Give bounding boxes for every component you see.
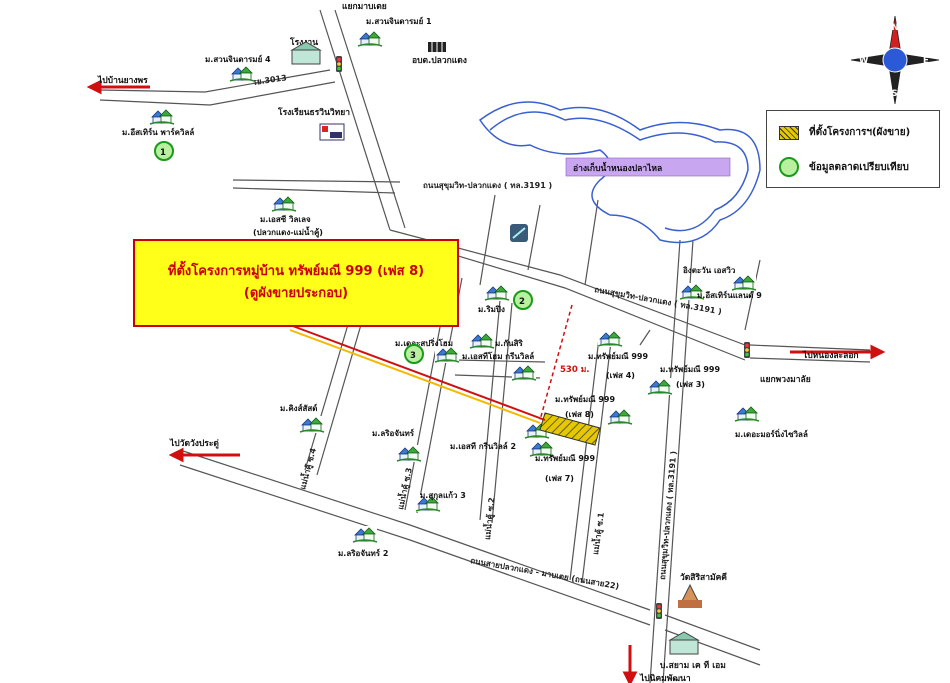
road-label-rayong-3013: รย.3013 bbox=[252, 73, 287, 87]
dir-label-nong-la-lok: ไปหนองละลอก bbox=[802, 350, 859, 361]
place-mab-tai: แยกมาบเตย bbox=[342, 2, 387, 12]
dir-label-nikhom: ไปนิคมพัฒนา bbox=[639, 673, 691, 683]
village-king-sado: ม.คิงส์สัสด์ bbox=[280, 403, 317, 413]
road-label-soi-1: แม่น้ำคู้ ซ.1 bbox=[589, 511, 607, 555]
place-temple: วัดสิริสามัคคี bbox=[680, 572, 727, 583]
road-label-soi-4: แม่น้ำคู้ ซ.4 bbox=[296, 446, 319, 491]
village-mc-village-sub: (ปลวกแดง-แม่น้ำคู้) bbox=[253, 226, 323, 238]
svg-text:3: 3 bbox=[410, 351, 416, 361]
road-label-bottom-road: ถนนสายปลวกแดง - มาบเตย (ถนนสาย22) bbox=[470, 556, 620, 591]
market-marker-3: 3 bbox=[404, 344, 424, 364]
village-est-green-2: ม.เอสที กรีนวิลล์ 2 bbox=[450, 441, 516, 451]
place-school: โรงเรียนธรวินวิทยา bbox=[277, 107, 350, 118]
village-markers: ม.สวนจินดารมย์ 1 ม.สวนจินดารมย์ 4 ม.อีสเ… bbox=[122, 16, 808, 558]
village-the-mono: ม.เดอะมอร์นิ่งไซวิลล์ bbox=[735, 428, 808, 439]
hatch-swatch-icon bbox=[779, 125, 799, 140]
direction-arrows bbox=[86, 79, 886, 683]
distance-label: 530 ม. bbox=[560, 365, 590, 375]
dir-label-wat-wang: ไปวัดวังประดู่ bbox=[169, 438, 219, 449]
gate-icon bbox=[510, 224, 528, 242]
village-suan-jindarat-4: ม.สวนจินดารมย์ 4 bbox=[205, 54, 271, 64]
road-network bbox=[99, 9, 871, 683]
distance-line bbox=[539, 304, 573, 421]
village-easterne-park: ม.อีสเทิร์น พาร์ควิลล์ bbox=[122, 127, 194, 137]
reservoir-label-bg bbox=[565, 157, 731, 177]
village-lada-spring: ม.เดอะสปริ่งโฮม bbox=[395, 337, 453, 348]
traffic-light-bottom bbox=[656, 603, 662, 619]
callout-pointer bbox=[289, 324, 546, 421]
village-ribing: ม.ริมปิง bbox=[478, 305, 505, 314]
callout-subtitle: (ดูผังขายประกอบ) bbox=[243, 286, 349, 301]
building-icon bbox=[428, 42, 446, 52]
village-sapmani-phase8-sub: (เฟส 8) bbox=[565, 410, 594, 419]
village-sapmani-phase7-sub: (เฟส 7) bbox=[545, 474, 574, 483]
village-suan-jindarat-1: ม.สวนจินดารมย์ 1 bbox=[366, 16, 432, 26]
place-siam-gtm: บ.สยาม เค ที เอม bbox=[660, 660, 726, 671]
green-circle-icon bbox=[779, 157, 799, 177]
reservoir-label: อ่างเก็บน้ำหนองปลาไหล bbox=[573, 161, 662, 174]
svg-text:S: S bbox=[892, 89, 898, 99]
road-label-soi-2: แม่น้ำคู้ ซ.2 bbox=[481, 497, 497, 541]
legend-label-project: ที่ตั้งโครงการฯ(ผังขาย) bbox=[809, 127, 911, 138]
village-sapmani-phase4: ม.ทรัพย์มณี 999 bbox=[588, 351, 648, 361]
svg-text:N: N bbox=[892, 23, 899, 33]
svg-text:W: W bbox=[859, 56, 869, 66]
svg-text:1: 1 bbox=[160, 148, 166, 158]
village-mc-village: ม.เอสซี วิลเลจ bbox=[260, 214, 311, 224]
callout-pointer-shadow bbox=[289, 329, 541, 424]
project-site bbox=[539, 412, 601, 446]
village-ingtawan: อิงตะวัน เอสวิว bbox=[683, 266, 736, 275]
village-suk-kaew-3: ม.สุกุลแก้ว 3 bbox=[420, 490, 466, 501]
callout-title: ที่ตั้งโครงการหมู่บ้าน ทรัพย์มณี 999 (เฟ… bbox=[167, 264, 425, 279]
village-esh-green: ม.เอสทีโฮม กรีนวิลล์ bbox=[462, 351, 534, 361]
market-marker-2: 2 bbox=[513, 290, 533, 310]
village-sapmani-phase3-sub: (เฟส 3) bbox=[676, 380, 705, 389]
place-factory: โรงงาน bbox=[289, 37, 318, 48]
factory-icon bbox=[290, 41, 322, 65]
traffic-light-tri-junction bbox=[744, 342, 750, 358]
village-sapmani-phase7: ม.ทรัพย์มณี 999 bbox=[535, 453, 595, 463]
market-marker-1: 1 bbox=[154, 141, 174, 161]
project-callout: ที่ตั้งโครงการหมู่บ้าน ทรัพย์มณี 999 (เฟ… bbox=[133, 239, 459, 327]
traffic-light-mabtai bbox=[336, 56, 342, 72]
place-tri-junction: แยกพวงมาลัย bbox=[760, 374, 811, 385]
dir-label-ban-yang: ไปบ้านยางพร bbox=[97, 75, 148, 86]
village-sapmani-phase4-sub: (เฟส 4) bbox=[606, 371, 635, 380]
village-sapmani-phase3: ม.ทรัพย์มณี 999 bbox=[660, 364, 720, 374]
village-eastern-land-9: ม.อีสเทิร์นแลนด์ 9 bbox=[697, 290, 762, 300]
compass-icon: N S E W bbox=[850, 15, 940, 105]
svg-text:E: E bbox=[923, 56, 929, 66]
factory-icon-siam bbox=[668, 631, 700, 655]
reservoir-outline bbox=[478, 101, 761, 244]
village-lariachan-2: ม.ลริอจันทร์ 2 bbox=[338, 548, 388, 558]
village-kansiri: ม.กันสิริ bbox=[495, 339, 524, 348]
temple-icon bbox=[678, 583, 702, 608]
road-label-soi-3: แม่น้ำคู้ ซ.3 bbox=[394, 466, 415, 510]
place-subdistrict: อบต.ปลวกแดง bbox=[412, 56, 467, 66]
legend-label-market: ข้อมูลตลาดเปรียบเทียบ bbox=[809, 161, 909, 173]
village-lariachan: ม.ลริอจันทร์ bbox=[372, 428, 415, 438]
road-label-sukhumvit-north: ถนนสุขุมวิท-ปลวกแดง ( ทล.3191 ) bbox=[423, 181, 552, 191]
school-icon bbox=[319, 123, 345, 141]
legend-row-project: ที่ตั้งโครงการฯ(ผังขาย) bbox=[779, 125, 910, 140]
svg-text:2: 2 bbox=[519, 297, 525, 307]
village-sapmani-phase8: ม.ทรัพย์มณี 999 bbox=[555, 394, 615, 404]
legend-row-market: ข้อมูลตลาดเปรียบเทียบ bbox=[779, 157, 909, 177]
map-legend: ที่ตั้งโครงการฯ(ผังขาย) ข้อมูลตลาดเปรียบ… bbox=[766, 110, 940, 188]
